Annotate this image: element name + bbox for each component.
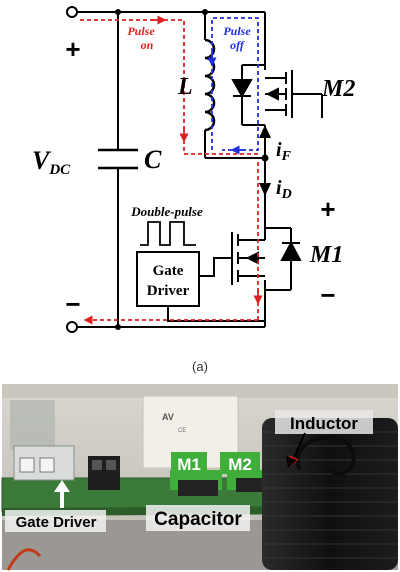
plus-m1: + [320, 194, 335, 224]
plus-top: + [65, 34, 80, 64]
label-m1-photo: M1 [177, 455, 201, 474]
label-c: C [144, 145, 162, 174]
label-inductor: Inductor [290, 414, 358, 433]
double-pulse-label: Double-pulse [130, 204, 203, 219]
label-if: iF [276, 139, 292, 164]
label-m2: M2 [321, 76, 355, 102]
pulse-off-line2: off [230, 38, 245, 52]
label-gate-driver-photo: Gate Driver [16, 514, 97, 531]
mosfet-m2-symbol [231, 64, 323, 130]
label-m2-photo: M2 [228, 455, 252, 474]
minus-m1: − [320, 280, 335, 310]
mosfet-m1-symbol [231, 227, 302, 291]
pulse-on-line1: Pulse [127, 24, 155, 38]
if-arrow [259, 125, 271, 138]
id-arrow [259, 183, 271, 196]
label-vdc: VDC [32, 146, 71, 178]
pulse-off-path [207, 17, 259, 155]
node-mid [261, 154, 269, 162]
double-pulse-waveform [140, 221, 196, 246]
label-id: iD [276, 177, 292, 202]
svg-text:CE: CE [178, 428, 186, 434]
gate-driver-box [136, 251, 265, 322]
node-l-top [202, 9, 208, 15]
inductor-symbol [204, 38, 216, 132]
node-c-top [115, 9, 121, 15]
label-l: L [177, 74, 193, 100]
pulse-on-line2: on [141, 38, 154, 52]
hardware-photo: AV CE [1, 384, 398, 571]
circuit-diagram: Gate Driver Double-pulse Pulse on Pulse … [32, 6, 355, 374]
caption-a: (a) [192, 359, 208, 374]
pulse-on-path [80, 15, 263, 325]
terminal-top [66, 6, 78, 18]
svg-text:AV: AV [162, 412, 174, 422]
capacitor-symbol [98, 148, 138, 170]
terminal-bottom [66, 321, 78, 333]
inductor-coil [262, 418, 398, 570]
pulse-off-line1: Pulse [223, 24, 251, 38]
label-capacitor-photo: Capacitor [154, 509, 242, 530]
node-c-bottom [115, 324, 121, 330]
minus-bottom: − [65, 289, 80, 319]
gate-driver-line2: Driver [147, 283, 190, 299]
gate-driver-line1: Gate [153, 263, 184, 279]
label-m1: M1 [309, 242, 343, 268]
